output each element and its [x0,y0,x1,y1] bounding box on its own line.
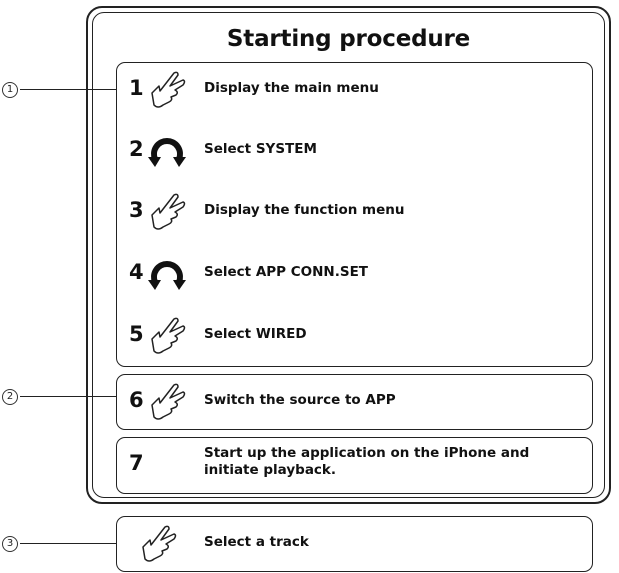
callout-1: 1 [2,82,116,98]
step-box: 7 Start up the application on the iPhone… [116,437,593,494]
step-row: 4 Select APP CONN.SET [117,247,592,303]
step-number: 7 [129,451,144,475]
step-number: 2 [129,137,144,161]
callout-leader-line [20,89,116,90]
step-label: Display the function menu [204,202,405,218]
page-title: Starting procedure [226,26,471,52]
step-label: Select SYSTEM [204,141,317,157]
track-step-box: Select a track [116,516,593,572]
steps-group-box: 1 Display the main menu 2 Select SYSTEM … [116,62,593,367]
step-row: 5 Select WIRED [117,309,592,365]
step-number: 5 [129,322,144,346]
step-label-line: initiate playback. [204,462,337,478]
press-hand-icon [146,191,188,233]
press-hand-icon [137,523,179,565]
procedure-frame [86,6,611,504]
callout-number: 2 [2,389,18,405]
callout-number: 3 [2,536,18,552]
step-row: 1 Display the main menu [117,63,592,119]
callout-number: 1 [2,82,18,98]
callout-leader-line [20,543,116,544]
rotate-dial-icon [146,130,188,172]
step-box: 6 Switch the source to APP [116,374,593,430]
step-label: Select WIRED [204,326,307,342]
step-label: Display the main menu [204,80,379,96]
step-label: Switch the source to APP [204,392,396,408]
step-row: 2 Select SYSTEM [117,124,592,180]
step-label: Select a track [204,534,309,550]
callout-leader-line [20,396,116,397]
step-row: 3 Display the function menu [117,185,592,241]
step-number: 1 [129,76,144,100]
press-hand-icon [146,381,188,423]
callout-3: 3 [2,536,116,552]
step-row: Select a track [117,517,592,573]
step-label: Start up the application on the iPhone a… [204,445,584,479]
step-row: 7 Start up the application on the iPhone… [117,438,592,494]
step-number: 4 [129,260,144,284]
step-number: 3 [129,198,144,222]
rotate-dial-icon [146,253,188,295]
callout-2: 2 [2,389,116,405]
press-hand-icon [146,69,188,111]
step-number: 6 [129,388,144,412]
step-label-line: Start up the application on the iPhone a… [204,445,530,461]
step-label: Select APP CONN.SET [204,264,369,280]
step-row: 6 Switch the source to APP [117,375,592,431]
press-hand-icon [146,315,188,357]
